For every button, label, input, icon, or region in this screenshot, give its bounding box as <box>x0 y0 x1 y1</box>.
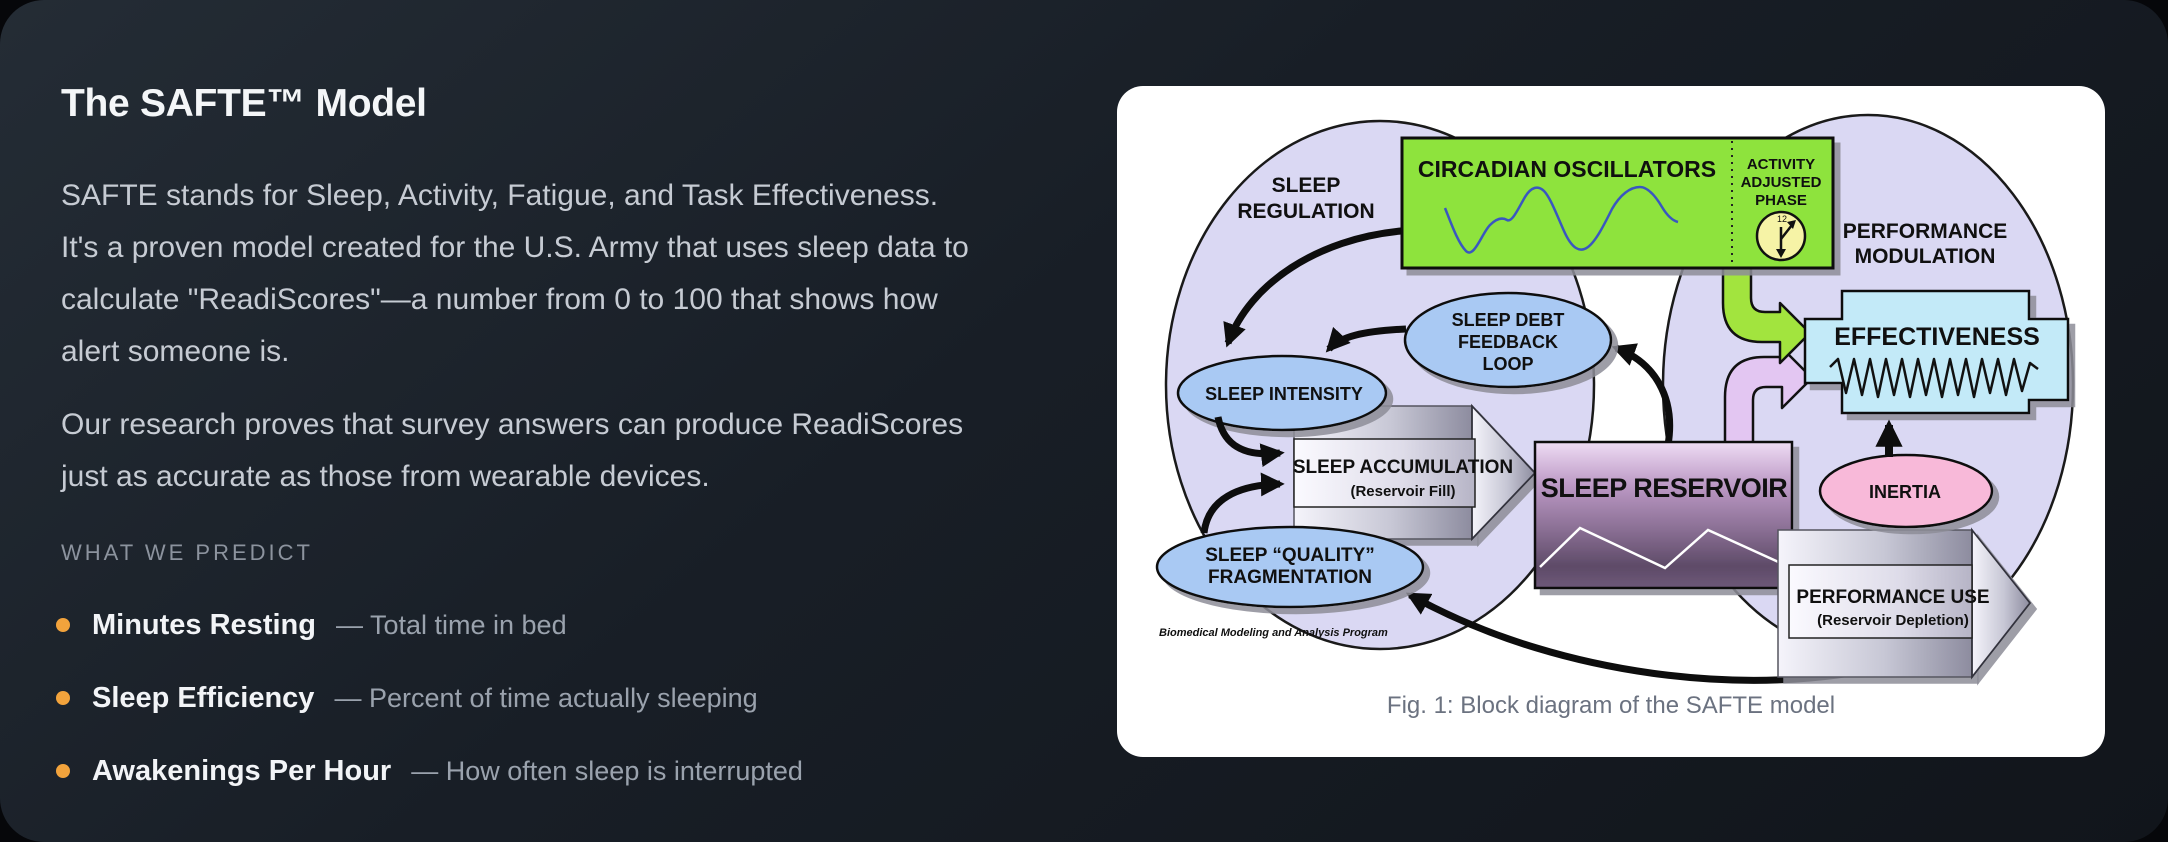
circadian-oscillators-box: CIRCADIAN OSCILLATORS ACTIVITY ADJUSTED … <box>1400 136 1835 270</box>
list-item: Sleep Efficiency — Percent of time actua… <box>56 677 758 719</box>
arrow-sleepdebt-to-intensity <box>1325 325 1407 353</box>
list-item-term: Minutes Resting <box>92 608 316 641</box>
list-item-desc: — How often sleep is interrupted <box>411 755 803 786</box>
figure-card: SLEEP REGULATION PERFORMANCE MODULATION … <box>1117 86 2105 757</box>
svg-text:SLEEP DEBT: SLEEP DEBT <box>1452 310 1565 330</box>
performance-use-arrow: PERFORMANCE USE (Reservoir Depletion) <box>1777 527 2032 680</box>
list-item-term: Sleep Efficiency <box>92 681 315 714</box>
svg-text:PHASE: PHASE <box>1755 192 1807 209</box>
svg-text:(Reservoir Fill): (Reservoir Fill) <box>1350 483 1455 500</box>
list-item-desc: — Total time in bed <box>335 609 567 640</box>
svg-text:SLEEP “QUALITY”: SLEEP “QUALITY” <box>1205 545 1375 566</box>
list-item: Minutes Resting — Total time in bed <box>56 604 567 646</box>
svg-text:(Reservoir Depletion): (Reservoir Depletion) <box>1817 612 1969 629</box>
svg-text:EFFECTIVENESS: EFFECTIVENESS <box>1834 323 2040 351</box>
svg-text:SLEEP ACCUMULATION: SLEEP ACCUMULATION <box>1293 457 1513 478</box>
effectiveness-wave <box>1829 357 2039 399</box>
svg-text:FRAGMENTATION: FRAGMENTATION <box>1208 567 1372 588</box>
reservoir-level-line <box>1539 526 1786 570</box>
arrow-reservoir-to-sleepdebt <box>1611 343 1674 446</box>
arrow-fragmentation-to-accumulation <box>1200 472 1285 534</box>
safte-block-diagram: SLEEP REGULATION PERFORMANCE MODULATION … <box>1155 113 2075 684</box>
diagram-credit: Biomedical Modeling and Analysis Program <box>1159 627 1388 639</box>
sleep-quality-fragmentation-ellipse: SLEEP “QUALITY” FRAGMENTATION <box>1155 525 1425 609</box>
research-paragraph: Our research proves that survey answers … <box>61 408 964 493</box>
figure-caption: Fig. 1: Block diagram of the SAFTE model <box>1386 692 1836 719</box>
arrow-circadian-to-intensity <box>1223 227 1402 348</box>
sleep-debt-ellipse: SLEEP DEBT FEEDBACK LOOP <box>1403 291 1613 389</box>
performance-modulation-label: MODULATION <box>1855 245 1996 268</box>
effectiveness-box: EFFECTIVENESS <box>1803 289 2070 415</box>
performance-modulation-label: PERFORMANCE <box>1843 220 2008 243</box>
page-title: The SAFTE™ Model <box>61 82 427 126</box>
svg-text:CIRCADIAN OSCILLATORS: CIRCADIAN OSCILLATORS <box>1418 156 1716 182</box>
bullet-dot-icon <box>56 618 70 632</box>
arrow-intensity-to-accumulation <box>1214 416 1285 468</box>
svg-text:ADJUSTED: ADJUSTED <box>1741 174 1822 191</box>
bullet-dot-icon <box>56 691 70 705</box>
sleep-regulation-label: REGULATION <box>1237 200 1374 223</box>
svg-text:SLEEP INTENSITY: SLEEP INTENSITY <box>1205 384 1363 404</box>
svg-text:INERTIA: INERTIA <box>1869 482 1941 502</box>
list-item: Awakenings Per Hour — How often sleep is… <box>56 750 803 792</box>
svg-text:ACTIVITY: ACTIVITY <box>1747 156 1815 173</box>
predict-section-label: WHAT WE PREDICT <box>61 540 313 565</box>
sleep-reservoir-box: SLEEP RESERVOIR <box>1533 440 1794 590</box>
intro-paragraph: SAFTE stands for Sleep, Activity, Fatigu… <box>61 179 969 368</box>
list-item-desc: — Percent of time actually sleeping <box>334 682 758 713</box>
bullet-dot-icon <box>56 764 70 778</box>
sleep-regulation-label: SLEEP <box>1272 174 1341 197</box>
svg-text:SLEEP RESERVOIR: SLEEP RESERVOIR <box>1541 473 1788 503</box>
inertia-ellipse: INERTIA <box>1818 453 1994 529</box>
svg-text:LOOP: LOOP <box>1482 354 1533 374</box>
svg-text:FEEDBACK: FEEDBACK <box>1458 332 1558 352</box>
circadian-wave <box>1443 185 1679 254</box>
svg-text:12: 12 <box>1777 214 1787 224</box>
svg-text:PERFORMANCE USE: PERFORMANCE USE <box>1796 587 1989 608</box>
list-item-term: Awakenings Per Hour <box>92 754 392 787</box>
sleep-intensity-ellipse: SLEEP INTENSITY <box>1176 354 1388 432</box>
